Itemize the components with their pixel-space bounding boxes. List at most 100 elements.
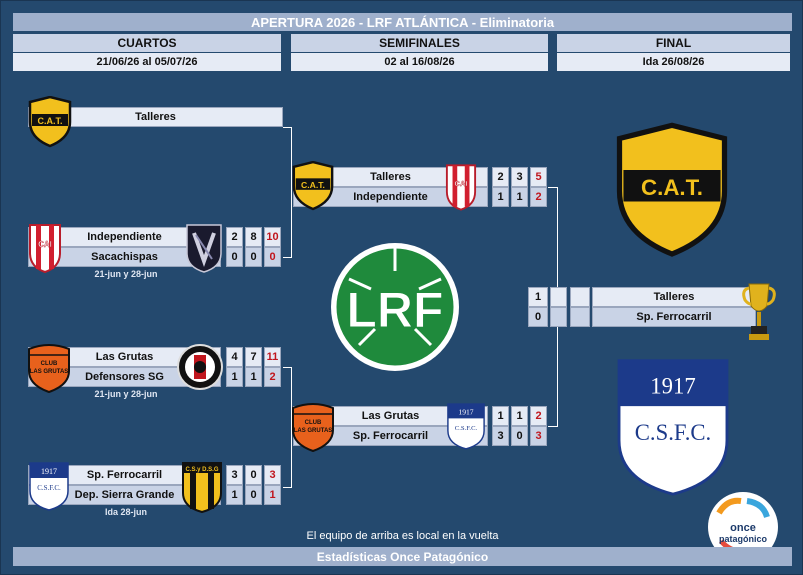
qf4-dates: Ida 28-jun — [104, 507, 147, 517]
sf1-away-aggregate: 2 — [530, 187, 547, 207]
sf1-home-team: Talleres — [293, 167, 488, 187]
defensores-sg-crest-icon — [177, 344, 223, 390]
csfc-crest-icon: 1917 C.S.F.C. — [447, 403, 485, 450]
sf1-away-leg2: 1 — [511, 187, 528, 207]
sf2-home-leg2: 1 — [511, 406, 528, 426]
final-away-score: 0 — [528, 307, 548, 327]
qf3-away-aggregate: 2 — [264, 367, 281, 387]
final-home-aggregate — [570, 287, 590, 307]
svg-text:C.A.T.: C.A.T. — [301, 180, 325, 190]
qf2-home-leg1: 2 — [226, 227, 243, 247]
qf2-home-aggregate: 10 — [264, 227, 281, 247]
qf3-away-leg1: 1 — [226, 367, 243, 387]
svg-text:CAI: CAI — [38, 240, 52, 249]
svg-text:LAS GRUTAS: LAS GRUTAS — [294, 428, 333, 434]
connector-line — [548, 187, 558, 188]
qf4-away-aggregate: 1 — [264, 485, 281, 505]
svg-text:CAI: CAI — [455, 179, 468, 188]
page-title: APERTURA 2026 - LRF ATLÁNTICA - Eliminat… — [13, 13, 792, 31]
svg-text:once: once — [730, 522, 756, 534]
qf4-away-leg1: 1 — [226, 485, 243, 505]
round-header-semis: SEMIFINALES — [291, 34, 548, 52]
svg-text:C.S.F.C.: C.S.F.C. — [37, 484, 61, 492]
csfc-crest-large-icon: 1917 C.S.F.C. — [617, 359, 729, 496]
sf2-home-aggregate: 2 — [530, 406, 547, 426]
qf2-away-leg2: 0 — [245, 247, 262, 267]
footer-credit: Estadísticas Once Patagónico — [13, 547, 792, 566]
sf2-away-leg1: 3 — [492, 426, 509, 446]
qf3-dates: 21-jun y 28-jun — [94, 389, 158, 399]
sf1-home-leg2: 3 — [511, 167, 528, 187]
cat-crest-large-icon: C.A.T. — [616, 122, 728, 257]
qf4-home-aggregate: 3 — [264, 465, 281, 485]
svg-text:C.A.T.: C.A.T. — [641, 175, 703, 200]
connector-line — [283, 127, 292, 128]
qf2-away-leg1: 0 — [226, 247, 243, 267]
svg-text:C.S.F.C.: C.S.F.C. — [455, 425, 478, 432]
connector-line — [291, 127, 292, 258]
qf3-home-leg1: 4 — [226, 347, 243, 367]
qf3-home-team: Las Grutas — [28, 347, 221, 367]
sierra-grande-crest-icon: C.S.y D.S.G — [182, 462, 222, 513]
final-away-team: Sp. Ferrocarril — [592, 307, 756, 327]
connector-line — [283, 367, 292, 368]
final-away-aggregate — [570, 307, 590, 327]
sf1-home-aggregate: 5 — [530, 167, 547, 187]
round-header-quarters: CUARTOS — [13, 34, 281, 52]
svg-text:C.S.y D.S.G: C.S.y D.S.G — [185, 467, 218, 473]
svg-text:patagónico: patagónico — [719, 534, 768, 544]
las-grutas-crest-icon: CLUB LAS GRUTAS — [292, 403, 334, 452]
round-dates-quarters: 21/06/26 al 05/07/26 — [13, 53, 281, 71]
qf1-team: Talleres — [28, 107, 283, 127]
round-dates-final: Ida 26/08/26 — [557, 53, 790, 71]
sf2-home-leg1: 1 — [492, 406, 509, 426]
sf1-away-team: Independiente — [293, 187, 488, 207]
cat-crest-icon: C.A.T. — [292, 161, 334, 211]
svg-text:1917: 1917 — [650, 373, 695, 398]
final-home-team: Talleres — [592, 287, 756, 307]
connector-line — [548, 426, 558, 427]
connector-line — [291, 367, 292, 488]
svg-text:LRF: LRF — [346, 282, 443, 338]
qf3-home-aggregate: 11 — [264, 347, 281, 367]
qf4-away-team: Dep. Sierra Grande — [28, 485, 221, 505]
local-team-note: El equipo de arriba es local en la vuelt… — [306, 530, 499, 542]
round-header-final: FINAL — [557, 34, 790, 52]
sf1-away-leg1: 1 — [492, 187, 509, 207]
sacachispas-crest-icon — [186, 224, 222, 273]
sf2-away-team: Sp. Ferrocarril — [293, 426, 488, 446]
las-grutas-crest-icon: CLUB LAS GRUTAS — [28, 344, 70, 393]
qf4-home-leg2: 0 — [245, 465, 262, 485]
sf2-away-leg2: 0 — [511, 426, 528, 446]
qf2-home-team: Independiente — [28, 227, 221, 247]
sf2-away-aggregate: 3 — [530, 426, 547, 446]
connector-line — [283, 257, 292, 258]
svg-text:C.A.T.: C.A.T. — [37, 116, 62, 126]
final-home-leg2 — [550, 287, 567, 307]
cai-crest-icon: CAI — [29, 224, 61, 273]
cat-crest-icon: C.A.T. — [28, 96, 72, 148]
cai-crest-icon: CAI — [445, 164, 477, 211]
svg-text:C.S.F.C.: C.S.F.C. — [635, 420, 711, 445]
qf4-home-leg1: 3 — [226, 465, 243, 485]
final-home-score: 1 — [528, 287, 548, 307]
lrf-ball-logo-icon: LRF — [331, 243, 459, 371]
svg-text:1917: 1917 — [458, 408, 473, 417]
svg-text:CLUB: CLUB — [305, 420, 322, 426]
qf2-home-leg2: 8 — [245, 227, 262, 247]
svg-text:1917: 1917 — [41, 467, 57, 476]
svg-text:LAS GRUTAS: LAS GRUTAS — [30, 369, 69, 375]
qf2-away-aggregate: 0 — [264, 247, 281, 267]
sf1-home-leg1: 2 — [492, 167, 509, 187]
final-away-leg2 — [550, 307, 567, 327]
qf3-home-leg2: 7 — [245, 347, 262, 367]
qf2-dates: 21-jun y 28-jun — [94, 269, 158, 279]
connector-line — [283, 487, 292, 488]
qf4-away-leg2: 0 — [245, 485, 262, 505]
qf4-home-team: Sp. Ferrocarril — [28, 465, 221, 485]
round-dates-semis: 02 al 16/08/26 — [291, 53, 548, 71]
svg-text:CLUB: CLUB — [41, 361, 58, 367]
trophy-icon — [742, 283, 776, 340]
qf3-away-leg2: 1 — [245, 367, 262, 387]
